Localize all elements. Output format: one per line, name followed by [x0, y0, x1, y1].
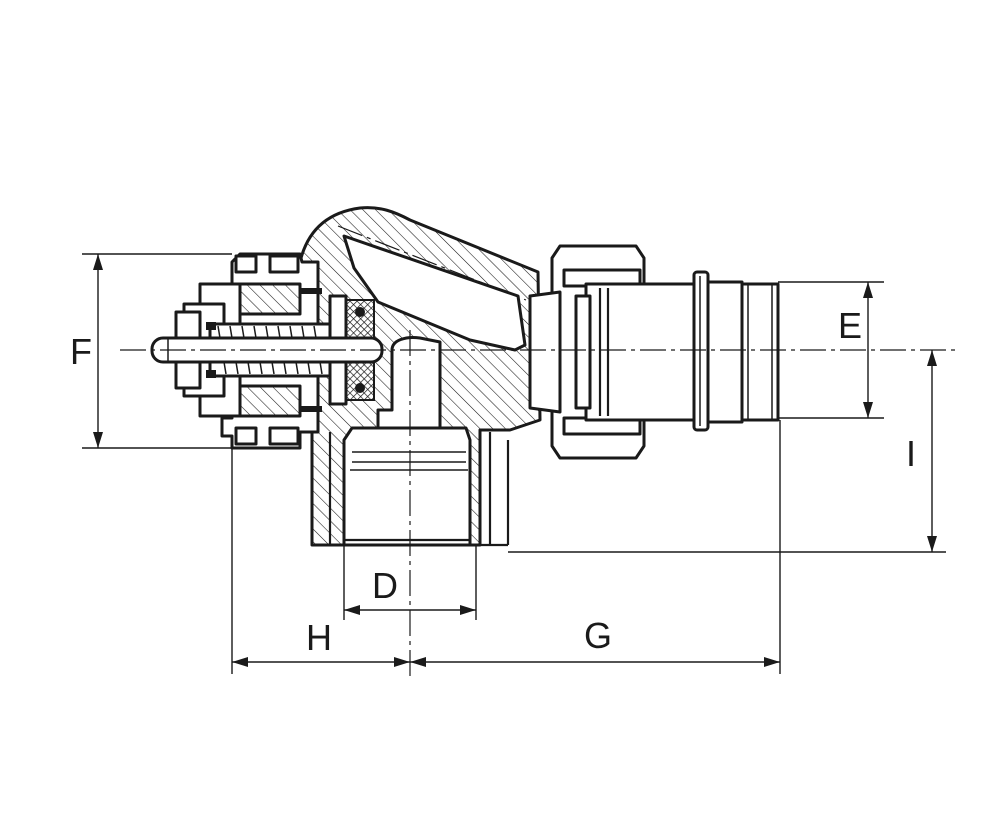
- center-lines: [120, 225, 960, 680]
- union-tailpiece: [528, 244, 780, 460]
- valve-body: [298, 206, 542, 547]
- dim-label-d: D: [372, 565, 398, 606]
- dim-label-g: G: [584, 615, 612, 656]
- dim-label-e: E: [838, 305, 862, 346]
- dimension-lines: [82, 253, 946, 674]
- dim-label-h: H: [306, 617, 332, 658]
- dim-label-i: I: [906, 433, 916, 474]
- dim-label-f: F: [70, 331, 92, 372]
- spindle-bonnet: [150, 252, 384, 450]
